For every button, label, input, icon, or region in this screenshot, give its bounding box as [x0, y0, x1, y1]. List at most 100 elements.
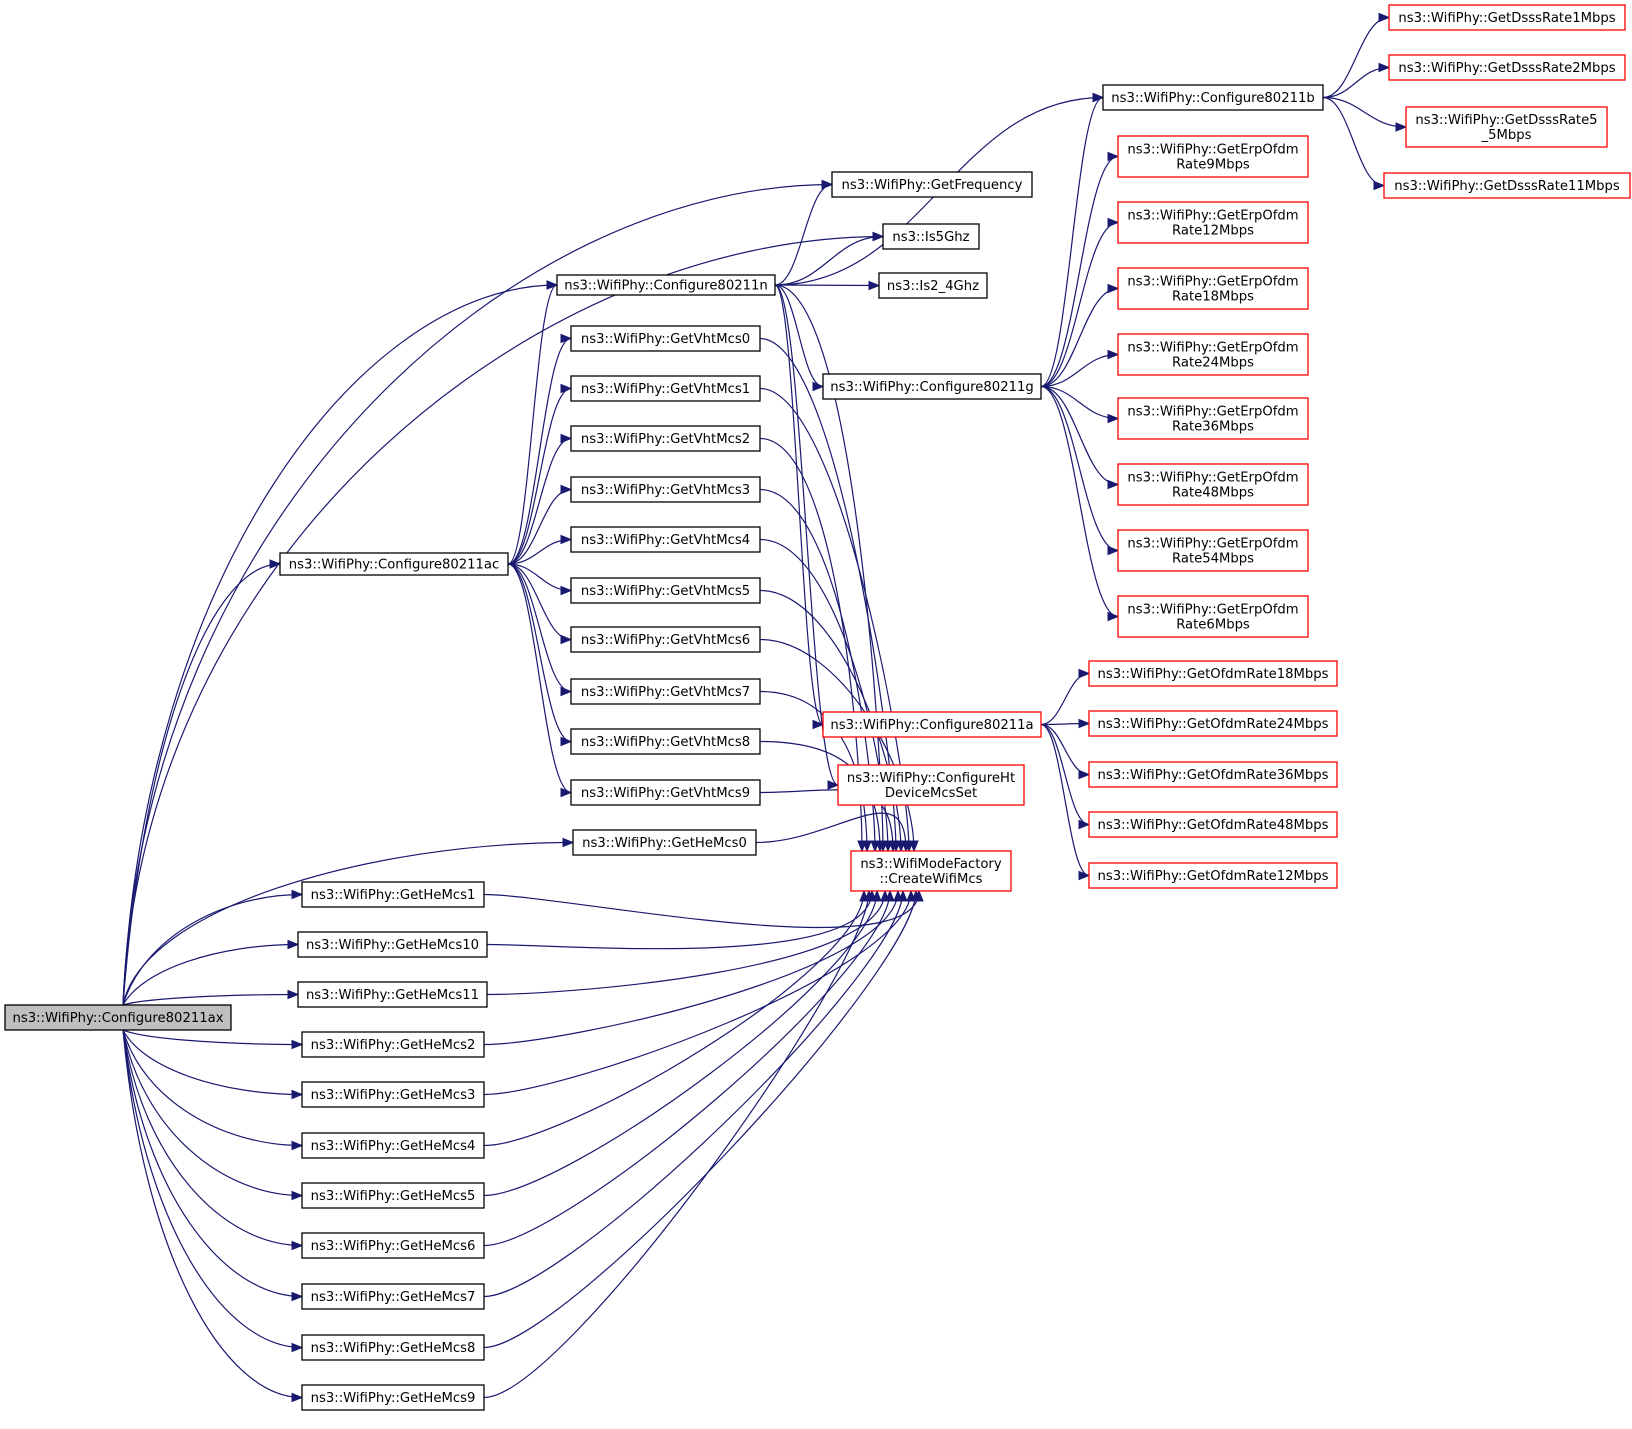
arrowhead-icon — [1378, 62, 1391, 73]
node-he10[interactable]: ns3::WifiPhy::GetHeMcs10 — [297, 931, 488, 958]
node-dsss1[interactable]: ns3::WifiPhy::GetDsssRate1Mbps — [1388, 4, 1626, 31]
node-is24[interactable]: ns3::Is2_4Ghz — [878, 272, 988, 299]
edge-c11ac-to-vht8 — [507, 563, 573, 747]
node-label: Rate24Mbps — [1172, 356, 1254, 371]
edge-line — [774, 235, 884, 286]
edge-c11g-to-erp54 — [1040, 385, 1120, 556]
node-ofdm48[interactable]: ns3::WifiPhy::GetOfdmRate48Mbps — [1088, 811, 1338, 838]
node-box — [570, 425, 761, 452]
node-root[interactable]: ns3::WifiPhy::Configure80211ax — [4, 1004, 232, 1031]
node-label: Rate54Mbps — [1172, 552, 1254, 567]
arrowhead-icon — [291, 1140, 304, 1151]
node-he1[interactable]: ns3::WifiPhy::GetHeMcs1 — [301, 881, 485, 908]
edge-line — [122, 1029, 303, 1096]
node-he6[interactable]: ns3::WifiPhy::GetHeMcs6 — [301, 1232, 485, 1259]
node-he11[interactable]: ns3::WifiPhy::GetHeMcs11 — [297, 981, 488, 1008]
node-vht9[interactable]: ns3::WifiPhy::GetVhtMcs9 — [570, 779, 761, 806]
node-label: ns3::WifiPhy::GetHeMcs9 — [311, 1391, 476, 1406]
arrowhead-icon — [885, 889, 895, 902]
node-vht0[interactable]: ns3::WifiPhy::GetVhtMcs0 — [570, 325, 761, 352]
node-dsss55[interactable]: ns3::WifiPhy::GetDsssRate5_5Mbps — [1405, 106, 1608, 148]
node-he2[interactable]: ns3::WifiPhy::GetHeMcs2 — [301, 1031, 485, 1058]
node-vht3[interactable]: ns3::WifiPhy::GetVhtMcs3 — [570, 476, 761, 503]
edge-c11ac-to-vht9 — [507, 563, 573, 798]
node-vht2[interactable]: ns3::WifiPhy::GetVhtMcs2 — [570, 425, 761, 452]
node-he7[interactable]: ns3::WifiPhy::GetHeMcs7 — [301, 1283, 485, 1310]
edge-line — [759, 589, 902, 852]
arrowhead-icon — [560, 686, 573, 697]
node-vht7[interactable]: ns3::WifiPhy::GetVhtMcs7 — [570, 678, 761, 705]
edge-line — [759, 690, 868, 852]
node-c11a[interactable]: ns3::WifiPhy::Configure80211a — [822, 711, 1042, 738]
node-dsss2[interactable]: ns3::WifiPhy::GetDsssRate2Mbps — [1388, 54, 1626, 81]
node-box — [570, 678, 761, 705]
node-ofdm24[interactable]: ns3::WifiPhy::GetOfdmRate24Mbps — [1088, 710, 1338, 737]
edge-line — [122, 235, 884, 1006]
edge-root-to-he8 — [122, 1029, 304, 1353]
node-he3[interactable]: ns3::WifiPhy::GetHeMcs3 — [301, 1081, 485, 1108]
edge-line — [122, 1029, 303, 1349]
node-c11ac[interactable]: ns3::WifiPhy::Configure80211ac — [279, 552, 509, 576]
arrowhead-icon — [560, 534, 573, 545]
node-vht5[interactable]: ns3::WifiPhy::GetVhtMcs5 — [570, 577, 761, 604]
edge-c11b-to-dsss2 — [1322, 62, 1391, 99]
node-label: ns3::WifiPhy::GetVhtMcs8 — [581, 735, 750, 750]
edge-c11a-to-ofdm36 — [1040, 723, 1091, 780]
node-is5[interactable]: ns3::Is5Ghz — [882, 223, 980, 250]
edge-c11n-to-is5 — [774, 231, 885, 286]
node-he8[interactable]: ns3::WifiPhy::GetHeMcs8 — [301, 1334, 485, 1361]
node-vht1[interactable]: ns3::WifiPhy::GetVhtMcs1 — [570, 375, 761, 402]
edge-c11b-to-dsss1 — [1322, 12, 1391, 99]
arrowhead-icon — [888, 840, 898, 853]
node-box — [1088, 710, 1338, 737]
node-label: ns3::WifiPhy::Configure80211n — [564, 279, 768, 294]
edge-line — [759, 488, 876, 852]
node-box — [1388, 54, 1626, 81]
node-vht8[interactable]: ns3::WifiPhy::GetVhtMcs8 — [570, 728, 761, 755]
edge-line — [774, 284, 880, 287]
node-c11b[interactable]: ns3::WifiPhy::Configure80211b — [1102, 84, 1324, 111]
node-label: ns3::WifiPhy::Configure80211ax — [12, 1011, 223, 1026]
node-ofdm12[interactable]: ns3::WifiPhy::GetOfdmRate12Mbps — [1088, 862, 1338, 889]
node-he9[interactable]: ns3::WifiPhy::GetHeMcs9 — [301, 1384, 485, 1411]
edge-line — [507, 284, 558, 565]
node-label: ns3::WifiPhy::GetVhtMcs4 — [581, 533, 750, 548]
node-ofdm36[interactable]: ns3::WifiPhy::GetOfdmRate36Mbps — [1088, 761, 1338, 788]
node-he5[interactable]: ns3::WifiPhy::GetHeMcs5 — [301, 1182, 485, 1209]
node-box — [1088, 811, 1338, 838]
node-box — [1117, 267, 1309, 310]
node-he0[interactable]: ns3::WifiPhy::GetHeMcs0 — [572, 829, 757, 856]
node-label: ns3::WifiPhy::GetErpOfdm — [1127, 275, 1298, 290]
edge-line — [483, 890, 878, 1197]
node-he4[interactable]: ns3::WifiPhy::GetHeMcs4 — [301, 1132, 485, 1159]
edge-line — [1040, 287, 1119, 388]
node-label: ns3::WifiPhy::GetOfdmRate48Mbps — [1097, 818, 1328, 833]
arrowhead-icon — [901, 840, 911, 853]
node-label: ns3::WifiPhy::GetHeMcs6 — [311, 1239, 476, 1254]
arrowhead-icon — [291, 889, 304, 900]
node-getfreq[interactable]: ns3::WifiPhy::GetFrequency — [831, 171, 1033, 198]
edge-line — [483, 890, 912, 1096]
node-label: ns3::WifiPhy::GetVhtMcs5 — [581, 584, 750, 599]
node-c11n[interactable]: ns3::WifiPhy::Configure80211n — [556, 274, 776, 296]
node-create[interactable]: ns3::WifiModeFactory::CreateWifiMcs — [850, 850, 1012, 892]
edge-c11a-to-ofdm12 — [1040, 723, 1091, 881]
node-label: Rate36Mbps — [1172, 420, 1254, 435]
node-dsss11[interactable]: ns3::WifiPhy::GetDsssRate11Mbps — [1383, 172, 1631, 199]
node-box — [1383, 172, 1631, 199]
edge-he2-to-create — [483, 889, 903, 1046]
node-ofdm18[interactable]: ns3::WifiPhy::GetOfdmRate18Mbps — [1088, 660, 1338, 687]
node-vht6[interactable]: ns3::WifiPhy::GetVhtMcs6 — [570, 626, 761, 653]
node-vht4[interactable]: ns3::WifiPhy::GetVhtMcs4 — [570, 526, 761, 553]
arrowhead-icon — [872, 231, 885, 242]
node-c11g[interactable]: ns3::WifiPhy::Configure80211g — [822, 373, 1042, 400]
